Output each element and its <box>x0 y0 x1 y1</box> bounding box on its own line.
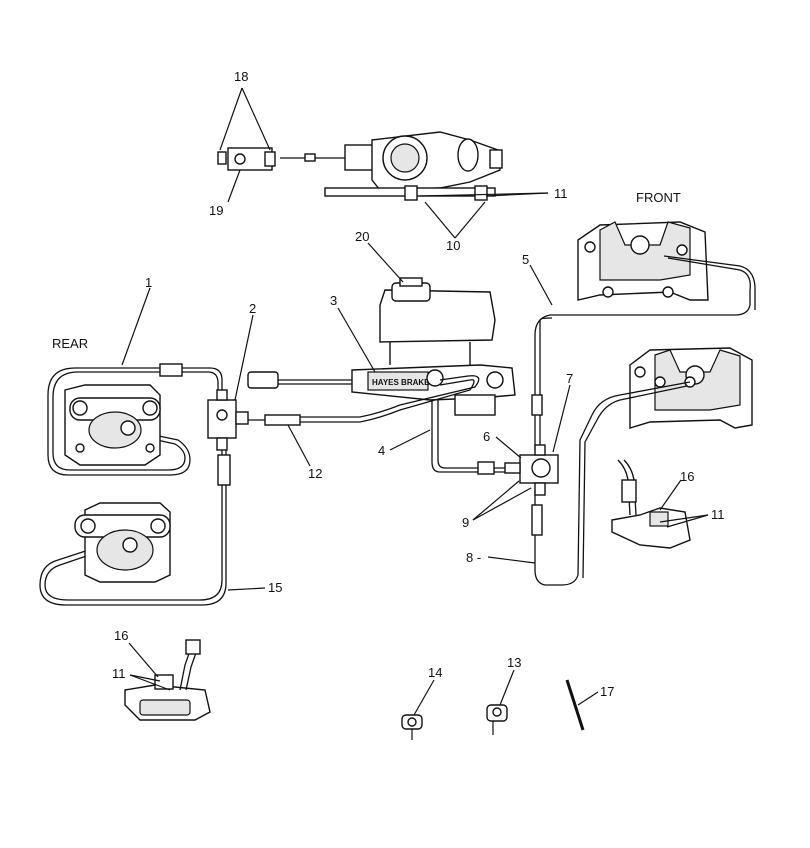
label-12: 12 <box>308 466 322 481</box>
label-7: 7 <box>566 371 573 386</box>
front-brake-line-5 <box>534 257 751 450</box>
rear-tee-block <box>207 389 249 451</box>
label-15: 15 <box>268 580 282 595</box>
label-13: 13 <box>507 655 521 670</box>
label-5: 5 <box>522 252 529 267</box>
label-17: 17 <box>600 684 614 699</box>
label-rear: REAR <box>52 336 88 351</box>
label-14: 14 <box>428 665 442 680</box>
label-16-left: 16 <box>114 628 128 643</box>
rear-caliper-top <box>64 384 161 466</box>
hayes-brake-logo: HAYES BRAKE <box>372 378 430 387</box>
label-11-right: 11 <box>711 507 725 522</box>
rear-caliper-bottom <box>74 502 171 583</box>
master-cylinder-main: HAYES BRAKE <box>247 277 516 416</box>
label-9: 9 <box>462 515 469 530</box>
label-16-right: 16 <box>680 469 694 484</box>
label-19: 19 <box>209 203 223 218</box>
label-2: 2 <box>249 301 256 316</box>
front-caliper-bottom <box>629 347 753 429</box>
caliper-bracket-right <box>611 459 691 549</box>
front-caliper-top <box>577 221 709 301</box>
label-8: 8 - <box>466 550 481 565</box>
label-1: 1 <box>145 275 152 290</box>
upper-master-cylinder <box>217 131 503 201</box>
part-17-pin <box>565 679 585 731</box>
part-14-fitting <box>401 714 423 740</box>
label-20: 20 <box>355 229 369 244</box>
label-11-top: 11 <box>554 186 568 201</box>
rear-brake-line-1 <box>47 367 223 476</box>
label-6: 6 <box>483 429 490 444</box>
label-10: 10 <box>446 238 460 253</box>
label-3: 3 <box>330 293 337 308</box>
label-front: FRONT <box>636 190 681 205</box>
label-11-left: 11 <box>112 666 126 681</box>
caliper-bracket-left <box>124 639 211 721</box>
front-tee-block <box>504 444 559 496</box>
part-13-fitting <box>486 704 508 735</box>
label-18: 18 <box>234 69 248 84</box>
label-4: 4 <box>378 443 385 458</box>
